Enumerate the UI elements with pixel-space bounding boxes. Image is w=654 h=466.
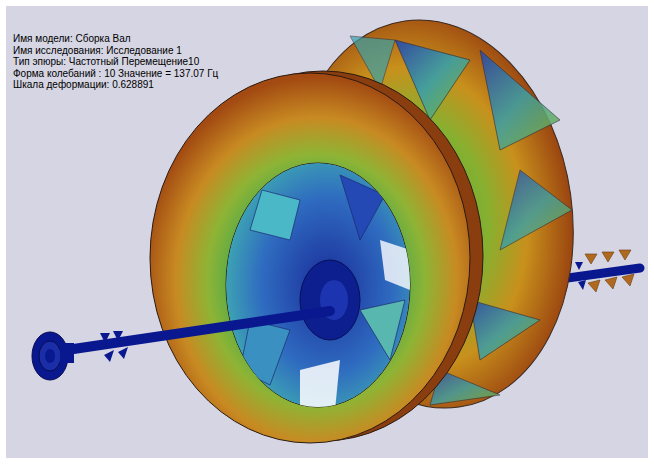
info-line: Шкала деформации: 0.628891 (11, 79, 156, 91)
info-line: Тип эпюры: Частотный Перемещение10 (11, 56, 201, 68)
restraint-symbols (585, 250, 634, 292)
info-line: Имя модели: Сборка Вал (11, 33, 133, 45)
inner-view (226, 163, 410, 410)
shaft-front (60, 311, 330, 351)
restraint-symbols (575, 262, 586, 290)
info-line: Имя исследования: Исследование 1 (11, 45, 184, 57)
pulley (32, 332, 74, 380)
restraint-symbols (100, 331, 128, 362)
info-block: Имя модели: Сборка ВалИмя исследования: … (11, 33, 220, 91)
info-line: Форма колебаний : 10 Значение = 137.07 Г… (11, 68, 220, 80)
front-disk (150, 73, 470, 443)
